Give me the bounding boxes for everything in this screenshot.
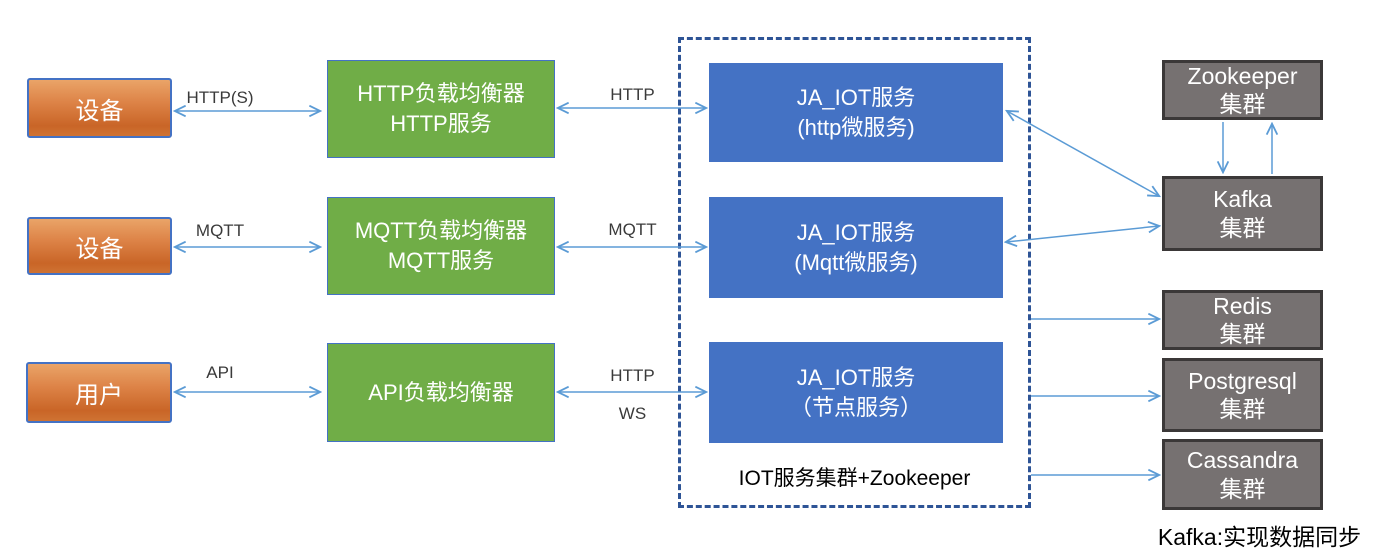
ja-iot-http-service-node: JA_IOT服务 (http微服务) xyxy=(709,63,1003,162)
api-load-balancer-node: API负载均衡器 xyxy=(327,343,555,442)
api-lb-line1: API负载均衡器 xyxy=(368,379,514,405)
zookeeper-line2: 集群 xyxy=(1219,91,1266,117)
http-service-line1: JA_IOT服务 xyxy=(796,84,916,110)
http-lb-line1: HTTP负载均衡器 xyxy=(357,81,525,107)
mqtt-lb-line1: MQTT负载均衡器 xyxy=(354,218,528,244)
edge-label-https: HTTP(S) xyxy=(186,88,254,107)
kafka-line1: Kafka xyxy=(1213,186,1272,213)
cassandra-line1: Cassandra xyxy=(1186,447,1299,474)
iot-cluster-dashed-container xyxy=(678,37,1031,508)
cassandra-line2: 集群 xyxy=(1219,475,1266,502)
ja-iot-mqtt-service-node: JA_IOT服务 (Mqtt微服务) xyxy=(709,197,1003,298)
mqtt-service-line2: (Mqtt微服务) xyxy=(794,249,918,275)
edge-label-mqtt-left: MQTT xyxy=(195,221,245,240)
postgresql-line1: Postgresql xyxy=(1188,367,1297,394)
http-lb-line2: HTTP服务 xyxy=(390,111,492,136)
redis-cluster-node: Redis 集群 xyxy=(1162,290,1323,350)
kafka-cluster-node: Kafka 集群 xyxy=(1162,176,1323,251)
mqtt-service-line1: JA_IOT服务 xyxy=(796,219,916,245)
postgresql-cluster-node: Postgresql 集群 xyxy=(1162,358,1323,432)
device-node-1: 设备 xyxy=(27,78,172,138)
zookeeper-cluster-node: Zookeeper 集群 xyxy=(1162,60,1323,120)
edge-label-mqtt-right: MQTT xyxy=(608,220,657,239)
mqtt-load-balancer-node: MQTT负载均衡器 MQTT服务 xyxy=(327,197,555,295)
redis-line1: Redis xyxy=(1213,292,1272,319)
edge-label-http-row3: HTTP xyxy=(610,366,655,385)
zookeeper-line1: Zookeeper xyxy=(1187,62,1298,89)
mqtt-lb-line2: MQTT服务 xyxy=(387,248,495,273)
edge-label-ws: WS xyxy=(618,404,647,423)
http-load-balancer-node: HTTP负载均衡器 HTTP服务 xyxy=(327,60,555,158)
http-service-line2: (http微服务) xyxy=(797,114,915,140)
edge-label-http-row1: HTTP xyxy=(610,85,655,104)
user-node: 用户 xyxy=(26,362,172,423)
postgresql-line2: 集群 xyxy=(1219,396,1266,422)
kafka-line2: 集群 xyxy=(1219,214,1266,241)
ja-iot-node-service-node: JA_IOT服务 （节点服务） xyxy=(709,342,1003,443)
user-node-label: 用户 xyxy=(75,382,123,409)
node-service-line1: JA_IOT服务 xyxy=(796,364,916,390)
kafka-footnote: Kafka:实现数据同步 xyxy=(1157,524,1362,550)
iot-cluster-caption: IOT服务集群+Zookeeper xyxy=(738,467,971,490)
cassandra-cluster-node: Cassandra 集群 xyxy=(1162,439,1323,510)
node-service-line2: （节点服务） xyxy=(789,394,922,420)
device-node-1-label: 设备 xyxy=(75,97,124,125)
device-node-2-label: 设备 xyxy=(75,235,124,263)
device-node-2: 设备 xyxy=(27,217,172,275)
redis-line2: 集群 xyxy=(1219,321,1266,347)
edge-label-api: API xyxy=(206,363,234,382)
